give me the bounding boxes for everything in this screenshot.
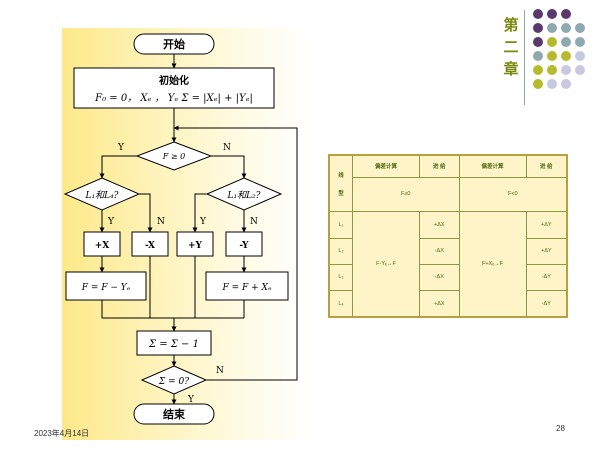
feed-ge0-cell: -ΔX [419,237,460,265]
decor-dot [547,23,557,33]
minus-x-box [131,231,169,257]
f-condition-label: F ≥ 0 [162,152,185,161]
end-label: 结束 [162,407,186,421]
decor-dot [547,37,557,47]
decor-dot [547,65,557,75]
decor-dot [547,51,557,61]
l1l2-no-label: N [250,217,258,227]
feed-ge0-cell: +ΔX [419,211,460,239]
minus-x-label: -X [145,241,155,251]
decor-dot [533,51,543,61]
decor-dot [561,37,571,47]
init-title: 初始化 [159,74,189,87]
header-line-char: 线 [338,172,344,179]
feed-lt0-cell: -ΔY [525,290,568,318]
chapter-char: 二 [503,38,519,56]
chapter-char: 第 [503,16,519,34]
feed-ge0-cell: +ΔX [419,290,460,318]
slide-date: 2023年4月14日 [34,429,90,438]
decor-dot [561,65,571,75]
decor-dot [575,37,585,47]
sigma-no-label: N [216,366,224,376]
table-header-line-type: 线 型 [328,154,353,213]
start-label: 开始 [163,37,185,51]
f-no-label: N [223,143,231,153]
sigma-condition-label: Σ = 0? [158,377,189,387]
start-terminal [133,33,215,55]
header-calc-lt0: 偏差计算 [458,154,527,178]
end-terminal [133,403,215,425]
update-right-box [205,271,289,301]
chapter-char: 章 [503,60,519,78]
header-type-char: 型 [338,190,344,197]
header-feed-ge0: 进 给 [419,154,460,178]
sigma-yes-label: Y [187,395,195,405]
decor-dot [533,9,543,19]
table-line-label: L₄ [328,290,353,318]
f-condition-diamond [135,141,213,171]
header-calc-ge0: 偏差计算 [351,154,421,178]
l1l4-label: L₁和L₄? [85,190,119,201]
plus-y-label: +Y [188,241,203,251]
plus-y-box [176,231,214,257]
decor-dot [547,9,557,19]
decor-dot [575,51,585,61]
feed-lt0-cell: +ΔY [525,211,568,239]
table-line-label: L₁ [328,211,353,239]
decor-dot [533,23,543,33]
table-line-label: L₂ [328,237,353,265]
decor-dot [533,37,543,47]
calc-ge0-cell: F-Yₑ→F [351,211,421,318]
l1l4-diamond [63,177,141,211]
sigma-update-box [136,330,212,356]
feed-ge0-cell: -ΔX [419,263,460,292]
decor-dot [547,79,557,89]
sigma-update-label: Σ = Σ − 1 [148,339,199,350]
update-left-box [65,271,147,301]
decor-dot [575,65,585,75]
l1l4-yes-label: Y [107,217,115,227]
plus-x-box [83,231,121,257]
header-feed-lt0: 进 给 [525,154,568,178]
update-left-label: F = F − Yₑ [81,283,131,293]
decor-dot [561,79,571,89]
calc-lt0-cell: F+Xₑ→F [458,211,527,318]
sigma-condition-diamond [140,365,208,395]
f-yes-label: Y [117,143,125,153]
l1l2-label: L₁和L₂? [227,190,261,201]
header-f-ge0: F≥0 [352,176,460,213]
decor-dot [561,23,571,33]
chapter-divider [524,10,525,105]
decor-dot [575,23,585,33]
slide-page-number: 28 [556,424,565,433]
chapter-title: 第 二 章 [500,14,522,80]
plus-x-label: +X [95,241,110,251]
init-body: F₀ = 0， Xₑ ， Yₑ Σ = |Xₑ| + |Yₑ| [94,93,253,104]
l1l2-yes-label: Y [199,217,207,227]
update-right-label: F = F + Xₑ [222,283,272,293]
decor-dot [533,65,543,75]
minus-y-box [225,231,263,257]
feed-lt0-cell: +ΔY [525,237,568,265]
decor-dot [561,9,571,19]
init-box [73,67,275,109]
decor-dot [561,51,571,61]
decor-dot [533,79,543,89]
interpolation-table: 线 型 偏差计算 进 给 偏差计算 进 给 F≥0 F<0 L₁ F-Yₑ→F … [328,154,568,318]
l1l2-diamond [205,177,283,211]
l1l4-no-label: N [157,217,165,227]
table-line-label: L₃ [328,263,353,292]
minus-y-label: -Y [239,241,249,251]
feed-lt0-cell: -ΔY [525,263,568,292]
header-f-lt0: F<0 [458,176,568,213]
